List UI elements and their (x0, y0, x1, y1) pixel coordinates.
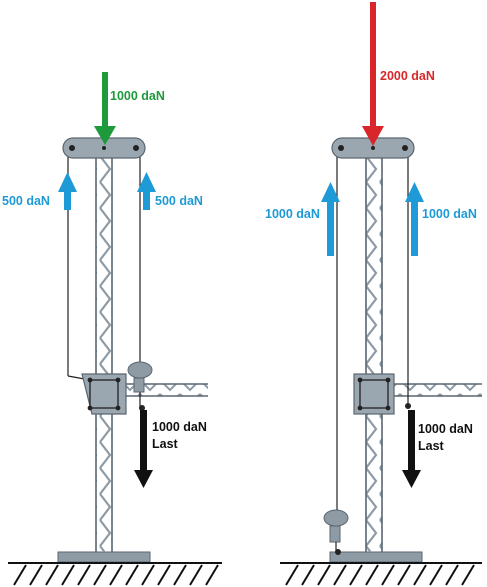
right-load-word-label: Last (418, 439, 445, 453)
left-top-force-label: 1000 daN (110, 89, 165, 103)
right-sleeve-block (353, 373, 411, 415)
left-rope-left-force-label: 500 daN (2, 194, 50, 208)
left-rope-right-force-label: 500 daN (155, 194, 203, 208)
right-load-arrow (402, 410, 421, 488)
right-rope-left-force-label: 1000 daN (265, 207, 320, 221)
left-head-block (62, 137, 146, 159)
left-top-force-arrow (94, 72, 116, 145)
right-rope-right-up-arrow (405, 182, 424, 256)
left-load-value-label: 1000 daN (152, 420, 207, 434)
right-truss-tower (365, 150, 383, 552)
right-top-force-label: 2000 daN (380, 69, 435, 83)
right-ground-hatch (285, 564, 475, 586)
left-rope-right-up-arrow (137, 172, 156, 210)
right-rope-right-force-label: 1000 daN (422, 207, 477, 221)
right-truss-boom (392, 383, 482, 397)
right-setup: 2000 daN 1000 daN 1000 daN 1000 daN Last (265, 2, 482, 586)
left-sleeve-block (81, 373, 127, 415)
right-top-force-arrow (362, 2, 384, 146)
left-setup: 1000 daN 500 daN 500 daN 1000 daN Last (2, 72, 222, 586)
right-load-value-label: 1000 daN (418, 422, 473, 436)
left-rope-left-up-arrow (58, 172, 77, 210)
left-ground-hatch (13, 564, 219, 586)
right-head-block (331, 137, 415, 159)
left-base-plate (57, 551, 151, 563)
right-chain-hoist (323, 509, 349, 555)
left-load-word-label: Last (152, 437, 179, 451)
left-chain-hoist (127, 361, 153, 411)
right-rope-left-up-arrow (321, 182, 340, 256)
right-base-plate (329, 551, 423, 563)
left-truss-tower (95, 150, 113, 552)
left-load-arrow (134, 410, 153, 488)
